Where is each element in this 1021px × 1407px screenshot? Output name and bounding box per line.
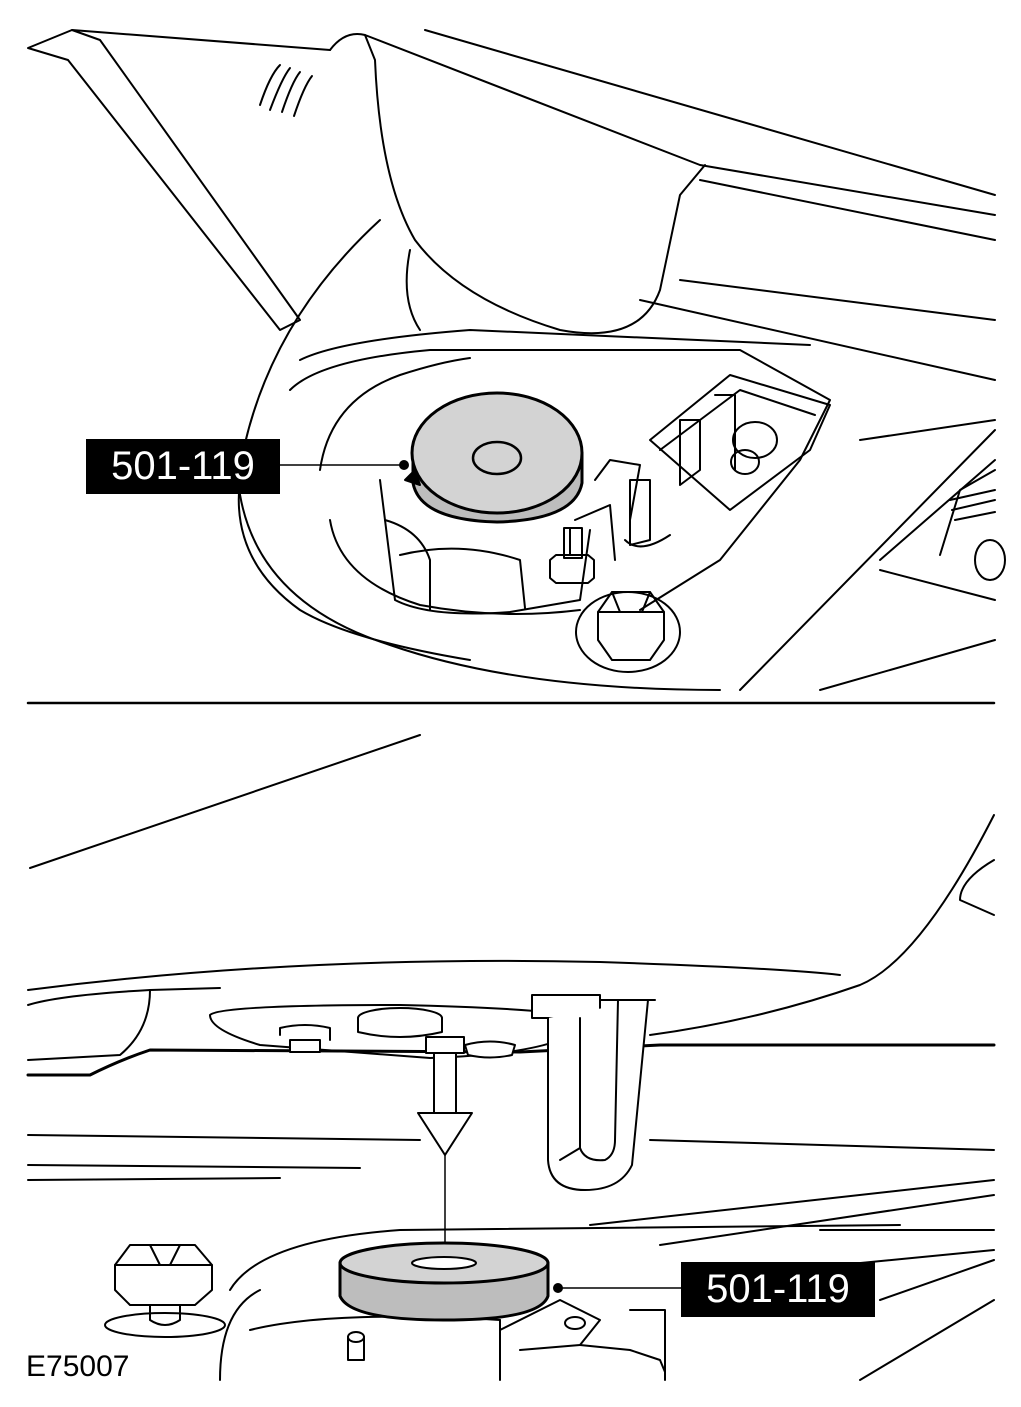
reservoir-cap [575, 591, 681, 673]
tool-callout-label-bottom: 501-119 [681, 1262, 875, 1317]
small-bolt [347, 1331, 365, 1361]
stud-3 [464, 1040, 516, 1059]
top-body-panels [27, 29, 996, 691]
special-tool-top [404, 391, 584, 524]
strut-nut [549, 527, 595, 584]
brake-line-u [531, 994, 656, 1191]
leader-top [279, 460, 409, 470]
stud-1 [279, 1024, 331, 1053]
top-panel [27, 29, 1006, 691]
mount-plate [209, 1004, 600, 1059]
right-hardware [939, 469, 1006, 581]
bracket-connector [624, 374, 831, 548]
leader-bottom [553, 1283, 682, 1293]
stud-2 [357, 1007, 443, 1038]
figure-id: E75007 [26, 1350, 130, 1383]
strut-mount [379, 459, 641, 615]
lower-nut [104, 1244, 226, 1338]
special-tool-bottom [338, 1241, 550, 1322]
lower-bracket [499, 1299, 666, 1373]
piston-rod [417, 1036, 473, 1256]
bottom-panel [26, 734, 996, 1381]
tool-callout-label-top: 501-119 [86, 439, 280, 494]
